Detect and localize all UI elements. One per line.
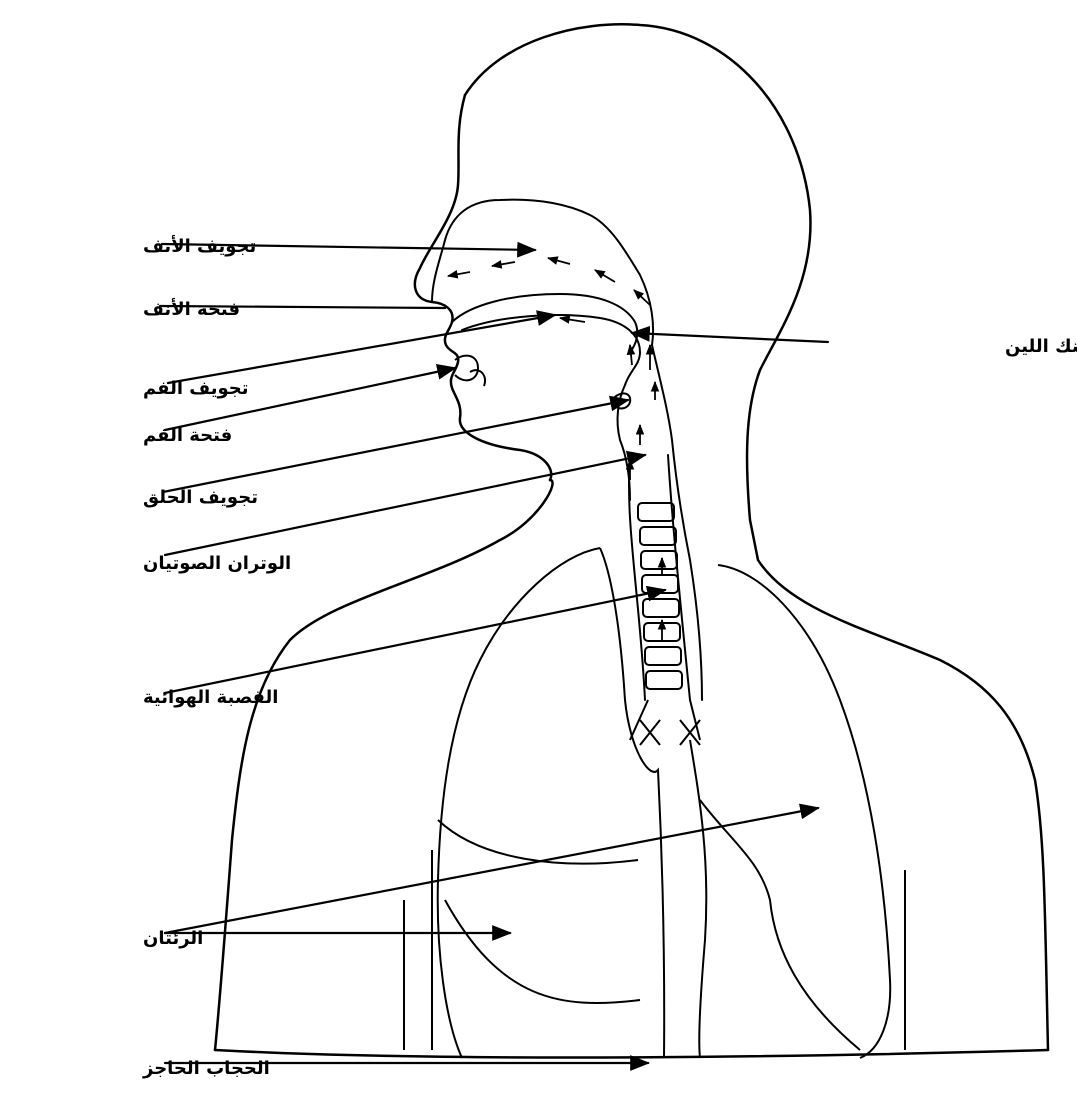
arrow-lungs-right [165,808,818,933]
label-oral-cavity: تجويف الفم [143,378,248,399]
label-pharyngeal-cavity: تجويف الحلق [143,487,258,508]
label-trachea: القصبة الهوائية [143,687,278,708]
arrow-soft-palate [632,333,828,342]
arrow-trachea [165,590,665,693]
label-arrows [160,244,828,1063]
lips [455,356,485,386]
arrow-oral-cavity [168,315,555,383]
label-diaphragm: الحجاب الحاجز [142,1058,270,1079]
label-mouth-opening: فتحة الفم [143,425,232,446]
labels: تجويف الأنف فتحة الأنف تجويف الفم فتحة ا… [142,235,1077,1079]
lungs-outline [404,548,905,1058]
arrow-pharyngeal-cavity [163,400,628,492]
label-nasal-cavity: تجويف الأنف [143,235,256,257]
label-nostril: فتحة الأنف [143,298,240,320]
label-vocal-cords: الوتران الصوتيان [143,553,291,574]
label-soft-palate: الحنك اللين [1005,336,1077,357]
label-lungs: الرئتان [143,928,203,949]
trachea-rings [630,503,700,745]
